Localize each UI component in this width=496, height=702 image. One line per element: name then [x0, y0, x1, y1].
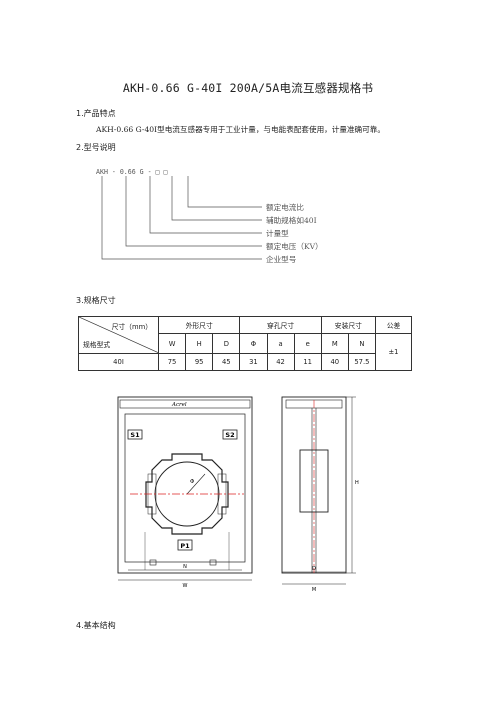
leader-company-model: [101, 176, 262, 260]
value-e: 11: [293, 353, 322, 371]
table-corner-cell: 尺寸（mm） 规格型式: [78, 316, 159, 354]
subheader-m: M: [320, 333, 349, 354]
section-heading-features: 1.产品特点: [76, 109, 116, 118]
label-rated-ratio: 额定电流比: [266, 202, 304, 212]
subheader-n: N: [347, 333, 377, 354]
document-title: AKH-0.66 G-40I 200A/5A电流互感器规格书: [122, 81, 374, 95]
phi-label: Φ: [190, 479, 195, 485]
subheader-d: D: [212, 333, 241, 354]
through-hole-outline: [145, 453, 229, 535]
tolerance-value: ±1: [375, 333, 412, 371]
header-outline: 外形尺寸: [157, 316, 241, 334]
spec-table: 尺寸（mm） 规格型式 外形尺寸 穿孔尺寸 安装尺寸 公差 W H D Φ a …: [78, 316, 412, 371]
value-a: 42: [266, 353, 295, 371]
model-code: AKH - 0.66 G - □ □: [96, 168, 167, 176]
section-heading-dimensions: 3.规格尺寸: [76, 296, 116, 305]
corner-bottom-label: 规格型式: [83, 341, 111, 349]
value-m: 40: [320, 353, 349, 371]
terminal-s1-label: S1: [130, 431, 140, 439]
dim-w-label: W: [183, 583, 188, 589]
value-h: 95: [185, 353, 214, 371]
leader-aux-spec: [171, 176, 262, 221]
label-voltage: 额定电压（KV）: [266, 241, 323, 251]
dim-n-label: N: [183, 564, 187, 570]
model-code-diagram: AKH - 0.66 G - □ □ 额定电流比 辅助规格如40I 计量型 额定…: [96, 168, 323, 264]
subheader-phi: Φ: [239, 333, 268, 354]
leader-metering: [149, 176, 262, 234]
table-row: 40I 75 95 45 31 42 11 40 57.5: [78, 353, 412, 371]
front-view-outline: [117, 396, 253, 574]
leader-rated-ratio: [187, 176, 262, 208]
value-d: 45: [212, 353, 241, 371]
value-n: 57.5: [347, 353, 377, 371]
value-phi: 31: [239, 353, 268, 371]
header-hole: 穿孔尺寸: [239, 316, 322, 334]
brand-logo: Acrel: [171, 402, 187, 408]
model-cell: 40I: [78, 353, 159, 371]
terminal-p1-label: P1: [180, 542, 190, 550]
header-tolerance: 公差: [375, 316, 412, 334]
leader-voltage: [125, 176, 262, 247]
label-metering: 计量型: [266, 228, 289, 238]
dim-h-label: H: [355, 480, 359, 486]
corner-top-label: 尺寸（mm）: [111, 323, 152, 331]
header-mount: 安装尺寸: [320, 316, 377, 334]
subheader-w: W: [157, 333, 187, 354]
section-heading-model: 2.型号说明: [76, 143, 116, 152]
dimension-drawing: S1 S2 P1 Acrel Φ N W D M H: [117, 396, 359, 593]
section-heading-structure: 4.基本结构: [76, 621, 116, 630]
features-text: AKH-0.66 G-40I型电流互感器专用于工业计量，与电能表配套使用，计量准…: [96, 125, 385, 134]
subheader-h: H: [185, 333, 214, 354]
subheader-a: a: [266, 333, 295, 354]
label-aux-spec: 辅助规格如40I: [266, 215, 317, 225]
dim-d-label: D: [312, 566, 316, 572]
subheader-e: e: [293, 333, 322, 354]
label-company-model: 企业型号: [266, 254, 297, 264]
dim-m-label: M: [312, 587, 316, 593]
value-w: 75: [157, 353, 187, 371]
terminal-s2-label: S2: [225, 431, 234, 439]
